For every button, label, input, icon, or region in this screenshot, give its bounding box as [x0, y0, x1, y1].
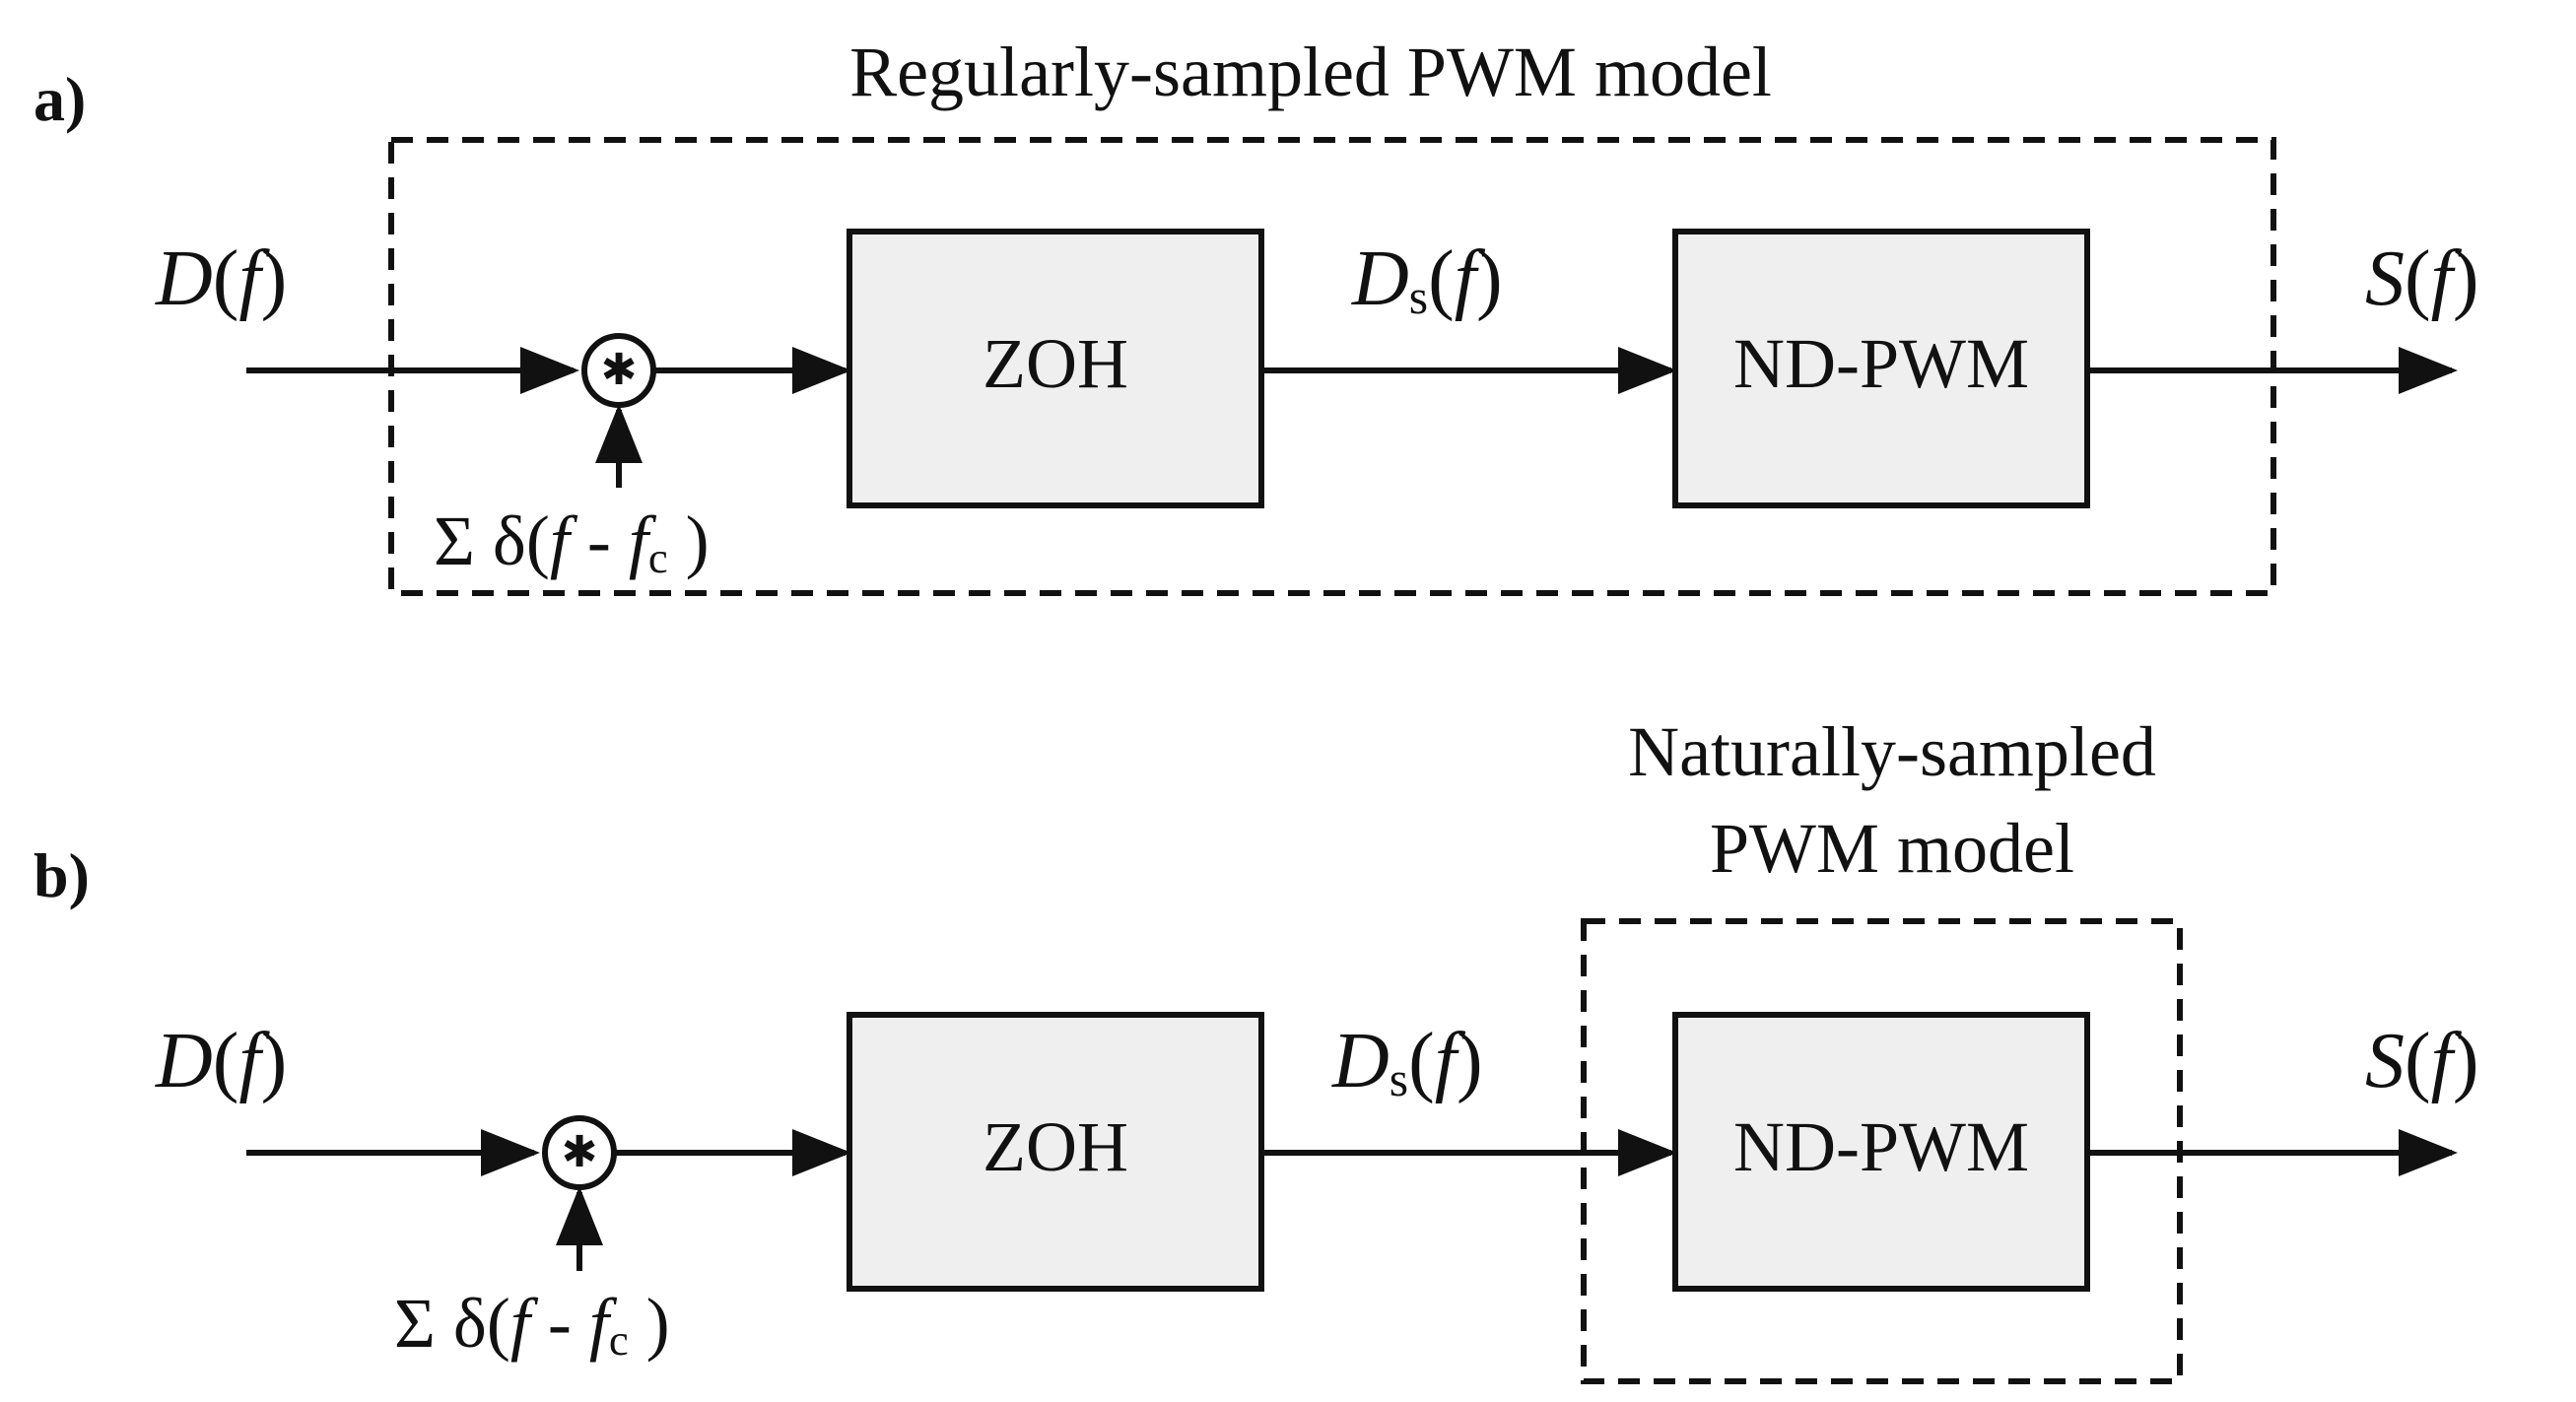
subscript: s	[1408, 269, 1429, 324]
panel-a-impulse-train: Σ δ(f - fc )	[434, 501, 710, 583]
symbol: S	[2365, 1018, 2405, 1104]
minus: -	[569, 501, 629, 580]
panel-b-model-title-line2: PWM model	[1710, 809, 2074, 888]
panel-b-input-signal: D(f)	[156, 1017, 287, 1106]
paren-close: )	[2452, 235, 2479, 322]
panel-b-convolution-symbol: ✱	[561, 1127, 598, 1177]
panel-b-sampled-signal: Ds(f)	[1332, 1017, 1483, 1107]
panel-a-convolution-symbol: ✱	[600, 345, 638, 395]
variable: f	[1454, 235, 1476, 322]
panel-b-model-title-line1: Naturally-sampled	[1628, 712, 2156, 791]
paren-open: (	[1408, 1018, 1435, 1104]
symbol: D	[1332, 1018, 1390, 1104]
paren-close: )	[2452, 1018, 2479, 1104]
panel-a-ndpwm-label: ND-PWM	[1733, 324, 2029, 403]
variable: f	[1434, 1018, 1457, 1104]
panel-b-letter: b)	[34, 840, 90, 910]
panel-b-zoh-label: ZOH	[983, 1107, 1128, 1186]
paren-open: (	[2405, 235, 2431, 322]
paren-open: (	[1428, 235, 1455, 322]
variable: f	[549, 501, 570, 580]
panel-a-zoh-block	[847, 229, 1264, 508]
panel-a-zoh-label: ZOH	[983, 324, 1128, 403]
paren-close: )	[628, 1284, 670, 1363]
sigma-delta: Σ δ(	[394, 1284, 510, 1363]
panel-a-output-signal: S(f)	[2365, 234, 2479, 324]
panel-b-ndpwm-label: ND-PWM	[1733, 1107, 2029, 1186]
panel-b-impulse-train: Σ δ(f - fc )	[394, 1283, 670, 1366]
paren-close: )	[667, 501, 710, 580]
symbol: S	[2365, 235, 2405, 322]
panel-a-model-boundary	[388, 137, 2276, 596]
paren-open: (	[2405, 1018, 2431, 1104]
panel-a-model-title: Regularly-sampled PWM model	[849, 33, 1772, 111]
variable: f	[2430, 1018, 2453, 1104]
symbol: D	[156, 235, 213, 322]
paren-close: )	[260, 1018, 288, 1104]
sigma-delta: Σ δ(	[434, 501, 550, 580]
panel-a-letter: a)	[34, 64, 87, 134]
variable: f	[509, 1284, 530, 1363]
symbol: D	[156, 1018, 213, 1104]
panel-b-output-signal: S(f)	[2365, 1017, 2479, 1106]
panel-a-ndpwm-block	[1672, 229, 2090, 508]
paren-close: )	[260, 235, 288, 322]
carrier-subscript: c	[647, 533, 668, 583]
panel-a-input-signal: D(f)	[156, 234, 287, 324]
paren-close: )	[1475, 235, 1503, 322]
paren-open: (	[212, 235, 239, 322]
subscript: s	[1389, 1051, 1409, 1106]
carrier-frequency: f	[588, 1284, 609, 1363]
variable: f	[238, 235, 261, 322]
panel-a-sampled-signal: Ds(f)	[1352, 234, 1503, 325]
variable: f	[238, 1018, 261, 1104]
panel-b-ndpwm-block	[1672, 1012, 2090, 1292]
paren-open: (	[212, 1018, 239, 1104]
paren-close: )	[1456, 1018, 1483, 1104]
carrier-frequency: f	[628, 501, 648, 580]
symbol: D	[1352, 235, 1409, 322]
minus: -	[529, 1284, 589, 1363]
variable: f	[2430, 235, 2453, 322]
carrier-subscript: c	[608, 1315, 629, 1366]
panel-a-graphics	[246, 137, 2458, 596]
panel-b-graphics	[246, 918, 2458, 1384]
